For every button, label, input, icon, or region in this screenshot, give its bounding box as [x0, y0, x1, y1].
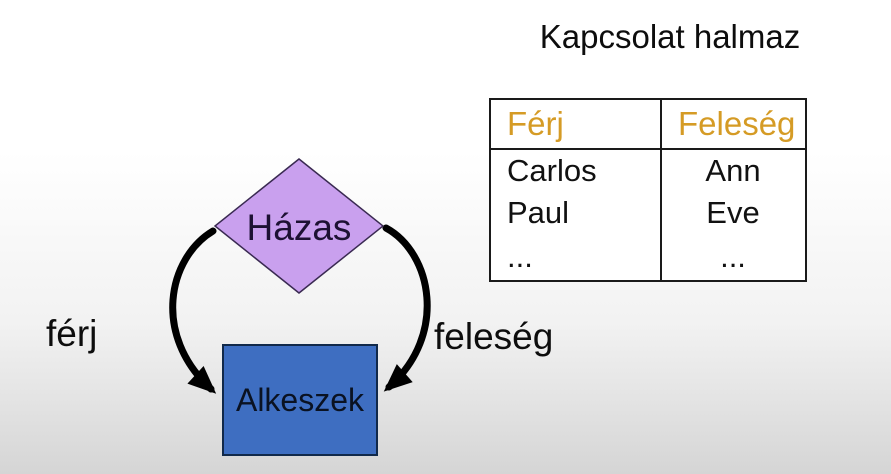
table-cell: ...	[507, 239, 533, 274]
table-row: Carlos Ann	[490, 149, 806, 192]
relationship-label: Házas	[246, 207, 352, 248]
entity-rectangle	[222, 344, 378, 456]
ferj-arrow	[169, 227, 217, 394]
table-cell: Ann	[660, 149, 806, 192]
table-cell: Eve	[660, 192, 806, 234]
edge-label-ferj: férj	[46, 313, 98, 354]
table-title: Kapcsolat halmaz	[539, 18, 801, 55]
table-cell: ...	[660, 234, 806, 281]
relationship-set-table: Férj Feleség Carlos Ann Paul Eve ... ...	[489, 98, 807, 282]
table-cell: Carlos	[507, 153, 597, 188]
entity-label: Alkeszek	[235, 381, 365, 418]
table-header-row: Férj Feleség	[490, 99, 806, 150]
header-cell-feleseg: Feleség	[660, 99, 806, 150]
feleseg-arrow	[382, 224, 431, 392]
table-row: ... ...	[490, 234, 806, 281]
table-cell: Paul	[507, 195, 570, 230]
table-row: Paul Eve	[490, 192, 806, 234]
edge-label-feleseg: feleség	[434, 316, 554, 357]
header-cell-ferj: Férj	[490, 99, 661, 150]
relationship-diamond	[213, 158, 385, 294]
